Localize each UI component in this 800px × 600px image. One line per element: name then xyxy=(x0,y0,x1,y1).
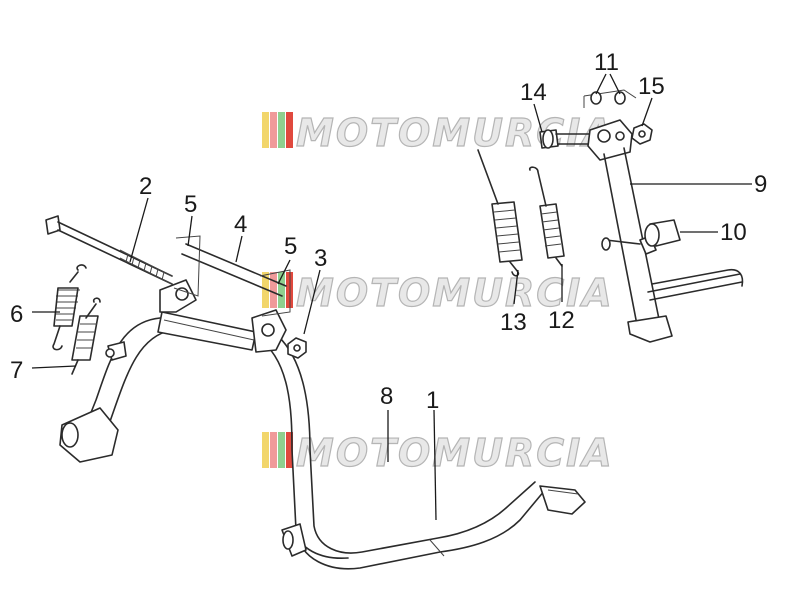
callout-1: 1 xyxy=(426,387,439,414)
callout-13: 13 xyxy=(500,309,527,336)
callout-labels: 1 2 3 4 5 5 6 7 8 9 10 11 12 13 14 15 xyxy=(10,49,767,414)
pivot-pin xyxy=(173,235,291,317)
leader-11b xyxy=(609,73,621,95)
leader-7 xyxy=(31,365,77,369)
callout-12: 12 xyxy=(548,307,575,334)
spring-left-upper xyxy=(52,264,87,351)
leader-5a xyxy=(187,215,193,247)
watermark-bottom: MOTOMURCIA xyxy=(262,430,614,476)
watermark-text-middle: MOTOMURCIA xyxy=(296,271,614,315)
callout-15: 15 xyxy=(638,73,665,100)
callout-9: 9 xyxy=(754,171,767,198)
leader-15 xyxy=(641,97,653,127)
callout-7: 7 xyxy=(10,357,23,384)
leader-3 xyxy=(303,269,321,335)
long-bolt xyxy=(45,215,173,285)
callout-14: 14 xyxy=(520,79,547,106)
watermark-text-top: MOTOMURCIA xyxy=(296,111,614,155)
side-stand-bracket xyxy=(583,89,637,161)
leader-lines xyxy=(31,73,752,521)
watermark-text-bottom: MOTOMURCIA xyxy=(296,431,614,475)
rubber-stop xyxy=(644,219,681,247)
side-stand-bolt xyxy=(539,129,595,149)
spring-left-lower xyxy=(71,297,101,375)
leader-2 xyxy=(129,197,149,263)
watermark-top: MOTOMURCIA xyxy=(262,110,614,156)
callout-5b: 5 xyxy=(284,233,297,260)
spring-centre-left xyxy=(477,149,523,277)
leader-1 xyxy=(433,409,437,521)
callout-10: 10 xyxy=(720,219,747,246)
side-stand xyxy=(601,147,744,343)
spring-centre-right xyxy=(528,166,565,267)
leader-14 xyxy=(533,103,543,133)
nut xyxy=(287,337,307,359)
callout-11: 11 xyxy=(594,49,619,76)
callout-2: 2 xyxy=(139,173,152,200)
callout-5a: 5 xyxy=(184,191,197,218)
leader-5b xyxy=(277,259,291,285)
leader-13 xyxy=(513,269,519,305)
leader-4 xyxy=(235,235,243,263)
watermark-middle: MOTOMURCIA xyxy=(262,270,614,316)
centre-stand-frame xyxy=(59,279,586,570)
side-stand-nut xyxy=(631,123,653,145)
callout-3: 3 xyxy=(314,245,327,272)
callout-6: 6 xyxy=(10,301,23,328)
callout-4: 4 xyxy=(234,211,247,238)
callout-8: 8 xyxy=(380,383,393,410)
leader-11a xyxy=(595,73,607,95)
